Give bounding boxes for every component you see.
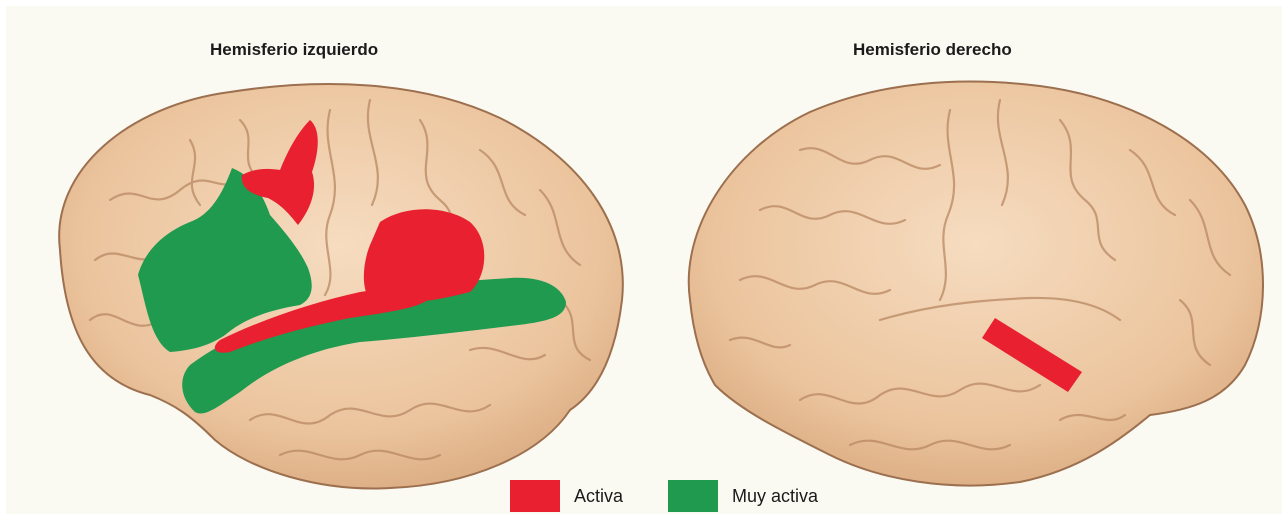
right-hemisphere [689,82,1263,486]
legend-activa-label: Activa [574,486,623,507]
legend-muy-activa-swatch [668,480,718,512]
left-hemisphere [59,84,623,488]
legend-activa: Activa [510,480,623,512]
right-brain-outline [689,82,1263,486]
legend-muy-activa-label: Muy activa [732,486,818,507]
legend-activa-swatch [510,480,560,512]
legend-muy-activa: Muy activa [668,480,818,512]
